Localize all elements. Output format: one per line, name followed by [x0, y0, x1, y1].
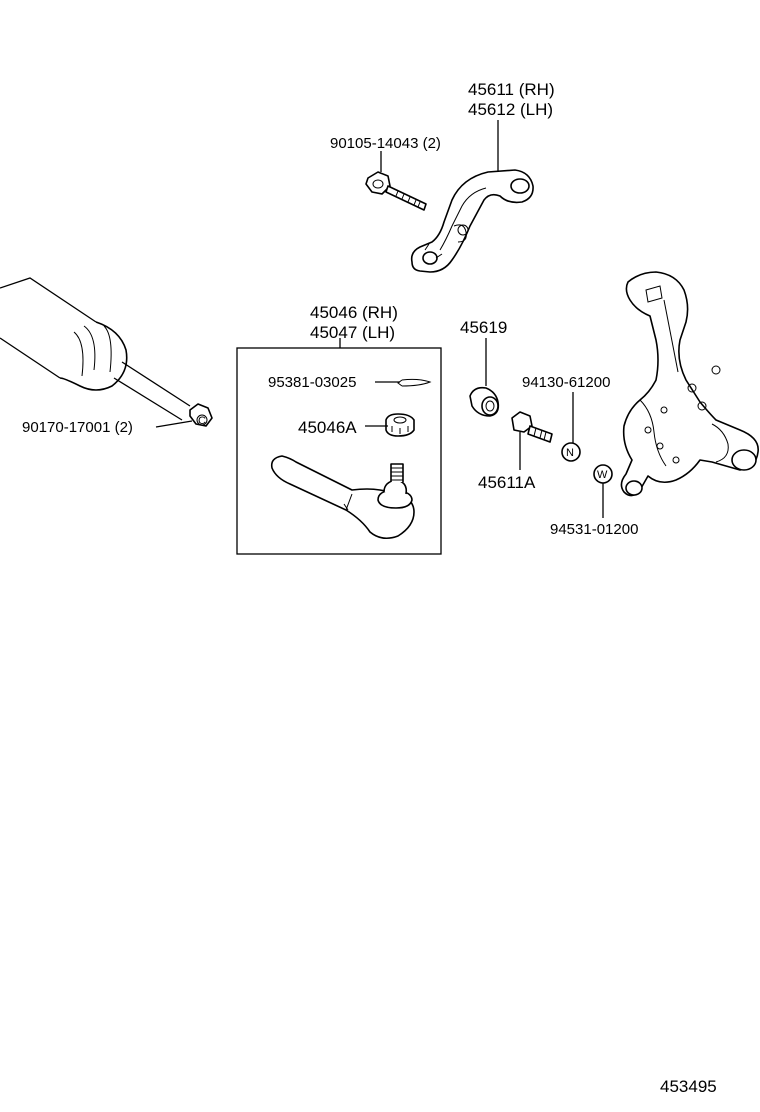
label-bolt-mid: 45611A	[478, 473, 536, 492]
lock-nut: C	[189, 403, 213, 427]
label-lock-nut: 90170-17001 (2)	[22, 419, 133, 436]
svg-text:W: W	[597, 469, 608, 481]
label-tie-rod-end-lh: 45047 (LH)	[310, 323, 395, 342]
c-marker: C	[198, 415, 206, 427]
steering-knuckle	[620, 271, 759, 497]
bolt-top	[365, 171, 427, 211]
tie-rod-end	[270, 455, 415, 540]
diagram-number: 453495	[660, 1077, 717, 1096]
cotter-pin	[397, 378, 432, 387]
nut-n-marker: N	[561, 442, 581, 462]
tie-rod-end-box	[236, 347, 442, 555]
label-nut-n: 94130-61200	[522, 374, 610, 391]
label-idler-arm-lh: 45612 (LH)	[468, 100, 553, 119]
label-tie-rod-end-rh: 45046 (RH)	[310, 303, 398, 322]
svg-text:N: N	[566, 447, 574, 459]
label-washer-w: 94531-01200	[550, 521, 638, 538]
leader-lock-nut	[155, 420, 193, 428]
label-castle-nut: 45046A	[298, 418, 357, 437]
label-bolt-top: 90105-14043 (2)	[330, 135, 441, 152]
tie-rod-assembly	[0, 277, 191, 421]
bolt-mid	[511, 411, 553, 443]
castle-nut	[385, 413, 415, 437]
label-cotter-pin: 95381-03025	[268, 374, 356, 391]
label-bushing: 45619	[460, 318, 507, 337]
bushing	[469, 386, 500, 417]
label-idler-arm-rh: 45611 (RH)	[468, 80, 555, 99]
idler-arm	[410, 169, 534, 273]
washer-w-marker: W	[593, 464, 613, 484]
